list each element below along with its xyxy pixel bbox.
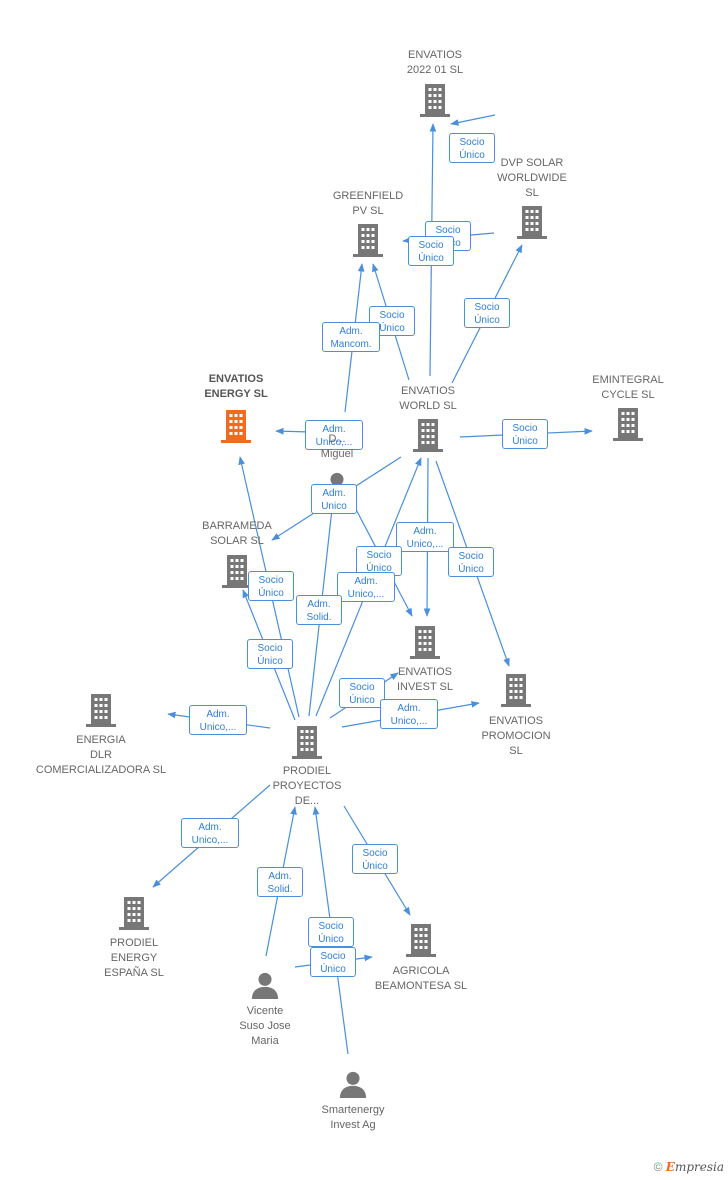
copyright-symbol: © (653, 1160, 663, 1174)
building-icon-greenfield[interactable] (353, 224, 383, 257)
node-label-dmiguel[interactable]: D... Miguel (320, 433, 354, 460)
brand-name: mpresia (674, 1160, 724, 1174)
node-label-energiadlr[interactable]: ENERGIA DLR COMERCIALIZADORA SL (35, 734, 167, 776)
building-icon-dvp[interactable] (517, 206, 547, 239)
edge-label-envatiosworld-envatiosinvest[interactable]: Adm. Unico,... (396, 522, 454, 552)
node-label-envatiosenergy[interactable]: ENVATIOS ENERGY SL (204, 373, 268, 400)
building-icon-prodielenergy[interactable] (119, 897, 149, 930)
node-label-barrameda[interactable]: BARRAMEDA SOLAR SL (202, 520, 272, 547)
building-icon-envatiosworld[interactable] (413, 419, 443, 452)
node-label-smartenergy[interactable]: Smartenergy Invest Ag (321, 1104, 385, 1131)
edge-label-dvp-envatios2022[interactable]: Socio Único (449, 133, 495, 163)
building-icon-envatiosenergy[interactable] (221, 410, 251, 443)
node-label-prodielenergy[interactable]: PRODIEL ENERGY ESPAÑA SL (104, 937, 164, 979)
brand-logo: Empresia (666, 1160, 724, 1174)
node-label-envatiosinvest[interactable]: ENVATIOS INVEST SL (396, 666, 454, 693)
edge-label-prodiel-barrameda[interactable]: Socio Único (247, 639, 293, 669)
node-label-greenfield[interactable]: GREENFIELD PV SL (332, 190, 404, 217)
building-icon-energiadlr[interactable] (86, 694, 116, 727)
building-icon-envatiospromocion[interactable] (501, 674, 531, 707)
building-icon-envatiosinvest[interactable] (410, 626, 440, 659)
node-label-dvp[interactable]: DVP SOLAR WORLDWIDE SL (497, 157, 567, 199)
edge-line-dvp-envatios2022 (450, 114, 496, 126)
node-label-envatios2022[interactable]: ENVATIOS 2022 01 SL (406, 49, 464, 76)
person-icon-smartenergy[interactable] (339, 1071, 367, 1098)
edge-label-vicente-prodiel[interactable]: Adm. Solid. (257, 867, 303, 897)
edge-label-prodiel-agricola[interactable]: Socio Único (352, 844, 398, 874)
building-icon-envatios2022[interactable] (420, 84, 450, 117)
edge-label-smartenergy-prodiel[interactable]: Socio Único (308, 917, 354, 947)
node-label-vicente[interactable]: Vicente Suso Jose Maria (239, 1005, 291, 1047)
person-icon-vicente[interactable] (251, 972, 279, 999)
building-icon-prodiel[interactable] (292, 726, 322, 759)
edge-label-prodiel-energiadlr[interactable]: Adm. Unico,... (189, 705, 247, 735)
node-label-envatiosworld[interactable]: ENVATIOS WORLD SL (399, 385, 457, 412)
node-label-prodiel[interactable]: PRODIEL PROYECTOS DE... (272, 765, 342, 807)
copyright-credit: © Empresia (654, 1160, 724, 1174)
edge-label-prodiel-dmiguel[interactable]: Adm. Solid. (296, 595, 342, 625)
brand-initial: E (665, 1160, 675, 1174)
edge-label-envatiosworld-emintegral[interactable]: Socio Único (502, 419, 548, 449)
building-icon-agricola[interactable] (406, 924, 436, 957)
node-label-emintegral[interactable]: EMINTEGRAL CYCLE SL (592, 374, 664, 401)
edge-label-envatiosworld-barrameda[interactable]: Adm. Unico (311, 484, 357, 514)
edge-label-envatiosworld-dvp[interactable]: Socio Único (464, 298, 510, 328)
node-label-agricola[interactable]: AGRICOLA BEAMONTESA SL (374, 965, 468, 992)
edge-label-dmiguel-greenfield[interactable]: Adm. Mancom. (322, 322, 380, 352)
node-label-envatiospromocion[interactable]: ENVATIOS PROMOCION SL (481, 715, 551, 757)
edge-label-prodiel-envatiosenergy[interactable]: Socio Único (248, 571, 294, 601)
edge-label-prodiel-envatiosinvest[interactable]: Socio Único (339, 678, 385, 708)
edge-label-prodiel-envatiosworld[interactable]: Adm. Unico,... (337, 572, 395, 602)
edge-label-vicente-agricola[interactable]: Socio Único (310, 947, 356, 977)
edge-label-prodiel-envatiospromocion[interactable]: Adm. Unico,... (380, 699, 438, 729)
edge-label-envatiosworld-envatios2022[interactable]: Socio Único (408, 236, 454, 266)
edge-line-dmiguel-envatiosenergy (275, 427, 311, 435)
edge-label-envatiosworld-envatiospromocion[interactable]: Socio Único (448, 547, 494, 577)
edge-label-dmiguel-envatiosenergy[interactable]: Adm. Unico,... (305, 420, 363, 450)
edge-label-prodiel-prodielenergy[interactable]: Adm. Unico,... (181, 818, 239, 848)
building-icon-emintegral[interactable] (613, 408, 643, 441)
